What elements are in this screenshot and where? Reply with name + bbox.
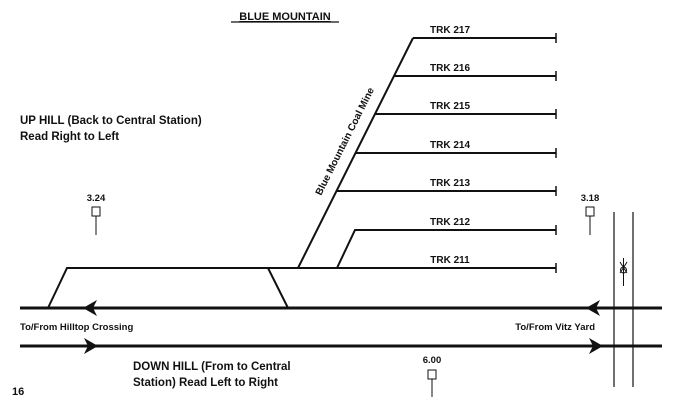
signal-icon <box>585 206 595 217</box>
right-destination-label: To/From Vitz Yard <box>515 322 595 333</box>
track-label: TRK 213 <box>430 178 470 189</box>
signal-icon <box>91 206 101 217</box>
arrow-right-icon <box>84 338 98 354</box>
up-hill-line1: UP HILL (Back to Central Station) <box>20 115 202 127</box>
track-label: TRK 217 <box>430 25 470 36</box>
siding-track <box>47 267 289 309</box>
diagram-title: BLUE MOUNTAIN <box>239 11 331 23</box>
track-label: TRK 212 <box>430 217 470 228</box>
down-hill-line1: DOWN HILL (From to Central <box>133 361 291 373</box>
track-label: TRK 216 <box>430 63 470 74</box>
down-hill-line2: Station) Read Left to Right <box>133 377 278 389</box>
arrow-left-icon <box>83 300 97 316</box>
arrow-left-icon <box>586 300 600 316</box>
track-label: TRK 211 <box>430 255 470 266</box>
railroad-crossing-icon <box>619 258 628 286</box>
left-destination-label: To/From Hilltop Crossing <box>20 322 133 333</box>
track-label: TRK 215 <box>430 101 470 112</box>
signal-label-right: 3.18 <box>581 193 600 204</box>
track-label: TRK 214 <box>430 140 470 151</box>
mine-label: Blue Mountain Coal Mine <box>314 86 377 198</box>
page-number: 16 <box>12 386 24 398</box>
signal-label-bottom: 6.00 <box>423 355 442 366</box>
signal-icon <box>427 369 437 380</box>
signal-label-left: 3.24 <box>87 193 106 204</box>
track-212 <box>336 229 556 269</box>
up-hill-line2: Read Right to Left <box>20 131 119 143</box>
arrow-right-icon <box>589 338 603 354</box>
